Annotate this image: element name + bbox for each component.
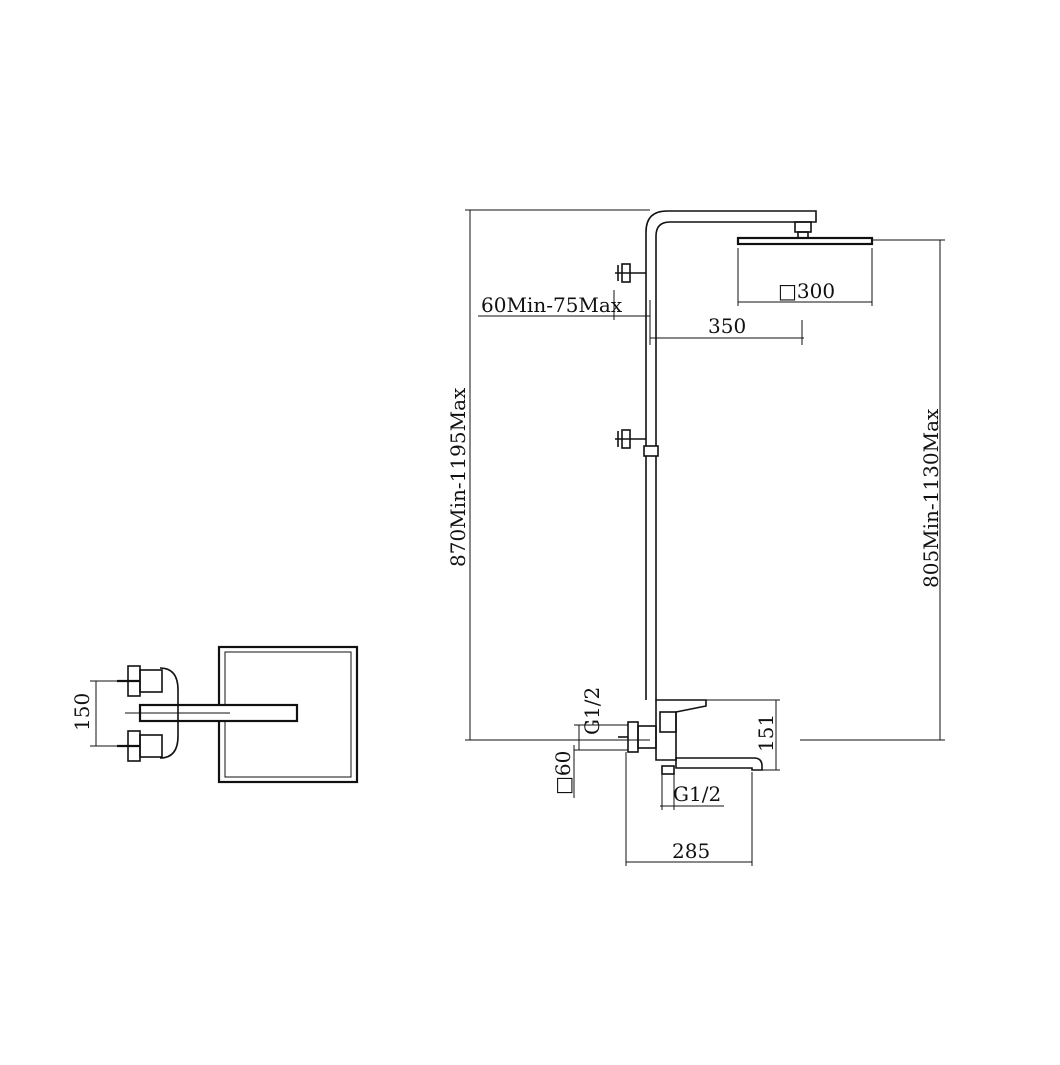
label-arm-length: 350: [708, 314, 746, 338]
top-view-inlet-upper: [139, 669, 163, 693]
top-view-pipe: [159, 667, 179, 759]
mixer-spout: [675, 757, 763, 771]
label-head-height: 805Min-1130Max: [919, 408, 943, 588]
shower-arm: [645, 210, 817, 448]
label-inlet-thread: G1/2: [580, 687, 604, 735]
label-outlet-thread: G1/2: [673, 782, 721, 806]
label-spout-length: 285: [672, 839, 710, 863]
mixer: [618, 699, 763, 775]
label-mixer-height: 151: [754, 714, 778, 752]
upper-wall-bracket: [615, 263, 646, 283]
label-inlet-square: □60: [551, 751, 575, 795]
middle-wall-bracket: [615, 429, 646, 449]
slide-clamp: [643, 445, 659, 457]
side-view: 870Min-1195Max 805Min-1130Max 60Min-75Ma…: [446, 209, 945, 866]
top-view: 150: [70, 645, 359, 784]
top-view-inlet-lower: [139, 734, 163, 758]
mixer-inlet-nut: [627, 721, 639, 753]
label-head-size: □300: [778, 279, 835, 303]
label-inlet-spacing: 150: [70, 693, 94, 731]
label-total-height: 870Min-1195Max: [446, 387, 470, 567]
label-arm-offset: 60Min-75Max: [481, 293, 623, 317]
shower-head: [736, 236, 874, 246]
head-connector: [794, 221, 812, 233]
